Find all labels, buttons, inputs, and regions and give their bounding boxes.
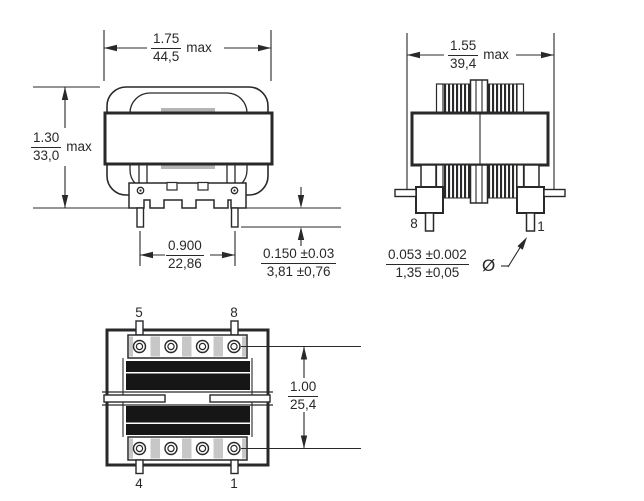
dim-pin-spacing: 0.900 22,86 [166,238,204,272]
bottom-pin-label-5: 5 [135,305,143,320]
dim-front-width-mm: 44,5 [153,48,180,64]
side-tab [394,188,417,198]
arrowhead-left [104,44,117,52]
dim-front-height: 1.30 33,0 max [31,130,92,164]
dim-standoff-mm: 3,81 ±0,76 [266,263,331,279]
flange-edge [435,83,444,114]
flange-edge [516,83,525,114]
terminal-eyelet-inner [167,342,175,351]
arrowhead-right [541,51,554,59]
pin [230,320,239,336]
flange-notch [197,181,209,191]
dim-front-width: 1.75 44,5 max [151,31,212,65]
winding-block [126,373,250,390]
side-view [394,33,566,268]
bottom-pin-label-8: 8 [230,305,238,320]
winding-block [126,361,250,372]
dim-standoff: 0.150 ±0.03 3,81 ±0,76 [261,246,337,280]
pin [135,320,144,336]
pin [230,459,239,475]
strip-divider [129,336,133,357]
strip-divider [150,336,160,357]
arrowhead-diagonal [517,237,527,250]
dim-bottom-height-mm: 25,4 [290,396,317,412]
dim-pin-diameter-mm: 1,35 ±0,05 [395,264,460,280]
dim-pin-diameter: 0.053 ±0.002 1,35 ±0,05 [386,247,469,281]
core-lamination [103,111,274,166]
arrowhead-down [61,195,69,208]
arrowhead-up [297,227,305,240]
terminal-eyelet-inner [198,342,207,351]
winding-block [126,406,250,423]
standoff-foot [415,186,444,214]
pin [525,212,536,232]
terminal-eyelet-inner [230,342,238,351]
bottom-pin-label-4: 4 [135,476,143,491]
dim-pin-spacing-inches: 0.900 [166,238,204,256]
terminal-eyelet-inner [135,342,144,351]
dim-side-width-inches: 1.55 [448,38,479,56]
pin [136,207,145,228]
strip-divider [129,438,133,459]
dim-front-height-suffix: max [66,138,92,154]
center-post-top [469,79,489,114]
side-pin-label-1: 1 [537,219,545,234]
standoff-foot [516,186,545,214]
flange-eyelet-center [233,189,236,192]
terminal-eyelet-inner [135,444,144,453]
strip-divider [182,336,192,357]
mounting-tab [103,394,166,403]
dim-pin-spacing-mm: 22,86 [168,255,202,271]
arrowhead-left [407,51,420,59]
standoff-upper [420,164,437,188]
center-post-bottom [469,164,489,204]
pin [230,207,239,228]
dim-front-height-mm: 33,0 [33,147,60,163]
flange-eyelet [230,186,239,195]
front-view [33,30,341,266]
dim-pin-diameter-inches: 0.053 ±0.002 [386,247,469,265]
dim-bottom-height: 1.00 25,4 [288,379,319,413]
dim-standoff-inches: 0.150 ±0.03 [261,246,337,264]
dim-bottom-height-inches: 1.00 [288,379,319,397]
dim-side-width: 1.55 39,4 max [448,38,509,72]
arrowhead-right [222,251,235,259]
arrowhead-down [297,195,305,208]
pin [424,212,435,232]
terminal-eyelet-inner [198,444,207,453]
arrowhead-up [61,87,69,100]
pin [135,459,144,475]
bobbin-base-flange [128,182,247,209]
terminal-eyelet-inner [230,444,238,453]
flange-eyelet [136,186,145,195]
bottom-view [102,320,361,475]
flange-eyelet-center [139,189,142,192]
mounting-tab [209,394,271,403]
bottom-pin-label-1: 1 [230,476,238,491]
arrowhead-left [140,251,153,259]
strip-divider [182,438,192,459]
strip-divider [213,336,223,357]
leader-line [507,245,522,268]
tape-strip-bottom [161,163,215,169]
flange-notch [166,181,178,191]
arrowhead-down [300,435,308,449]
dim-front-width-suffix: max [186,39,212,55]
side-pin-label-8: 8 [410,216,418,231]
dim-side-width-mm: 39,4 [450,55,477,71]
tape-strip-top [161,108,215,114]
dim-front-height-inches: 1.30 [31,130,62,148]
arrowhead-right [258,44,271,52]
dim-front-width-inches: 1.75 [151,31,182,49]
winding-block [126,424,250,435]
arrowhead-up [300,346,308,360]
dim-side-width-suffix: max [483,46,509,62]
strip-divider [150,438,160,459]
strip-divider [213,438,223,459]
diameter-symbol: Ø [482,256,496,275]
standoff-upper [523,164,540,188]
terminal-eyelet-inner [167,444,175,453]
side-tab [543,188,566,198]
